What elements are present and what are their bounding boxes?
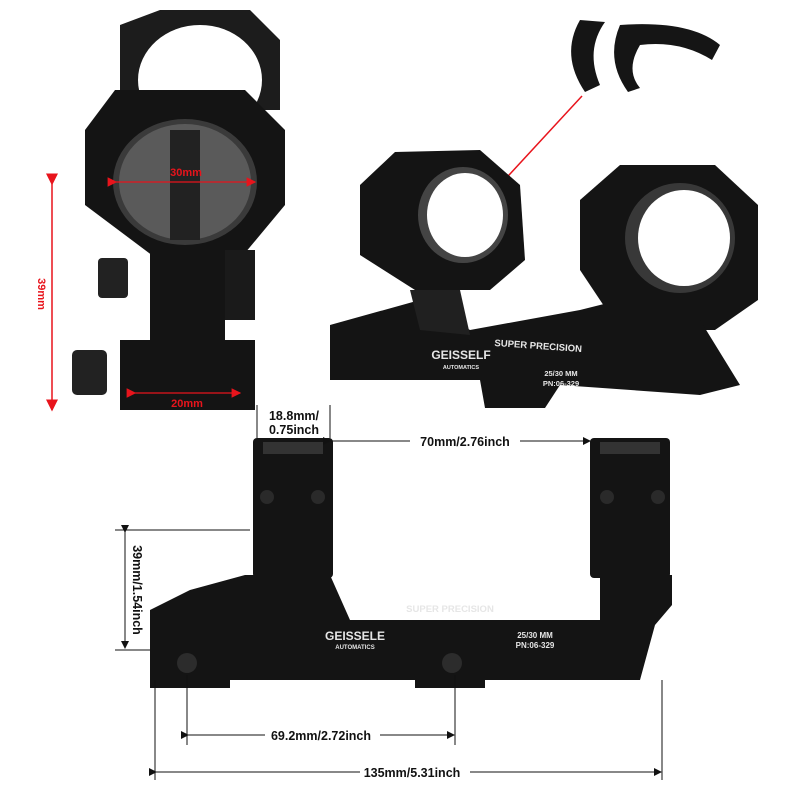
- clamp-spacing-label: 69.2mm/2.72inch: [271, 729, 371, 743]
- engraving-size: 25/30 MM: [517, 631, 553, 640]
- ring-spacing-label: 70mm/2.76inch: [420, 435, 510, 449]
- rail-width-label: 20mm: [171, 398, 203, 410]
- height-label: 39mm: [35, 278, 47, 310]
- engraving-part-number: PN:06-329: [543, 379, 579, 388]
- overall-length-label: 135mm/5.31inch: [364, 766, 461, 780]
- engraving-brand: GEISSELE: [325, 629, 385, 643]
- engraving-brand-sub: AUTOMATICS: [335, 645, 374, 651]
- engraving-size: 25/30 MM: [544, 369, 577, 378]
- insert-pointer-arrow: [495, 95, 583, 190]
- ring-width-label-2: 0.75inch: [269, 423, 319, 437]
- side-view-mount: [72, 10, 285, 410]
- ring-insert-halves: [571, 20, 720, 93]
- dimension-labels: 18.8mm/ 0.75inch 70mm/2.76inch 39mm/1.54…: [129, 408, 520, 780]
- side-view-annotations: 39mm 30mm 20mm: [35, 167, 257, 412]
- ring-width-label-1: 18.8mm/: [269, 409, 320, 423]
- perspective-mount: [330, 150, 758, 408]
- engraving-part-number: PN:06-329: [516, 641, 555, 650]
- front-view-mount: [150, 438, 672, 688]
- ring-diameter-label: 30mm: [170, 167, 202, 179]
- front-view-engraving: SUPER PRECISION GEISSELE AUTOMATICS 25/3…: [325, 604, 555, 651]
- height-dim-label: 39mm/1.54inch: [130, 545, 144, 635]
- engraving-brand-sub: AUTOMATICS: [443, 365, 479, 371]
- engraving-brand: GEISSELF: [431, 348, 490, 362]
- engraving-model: SUPER PRECISION: [406, 604, 494, 615]
